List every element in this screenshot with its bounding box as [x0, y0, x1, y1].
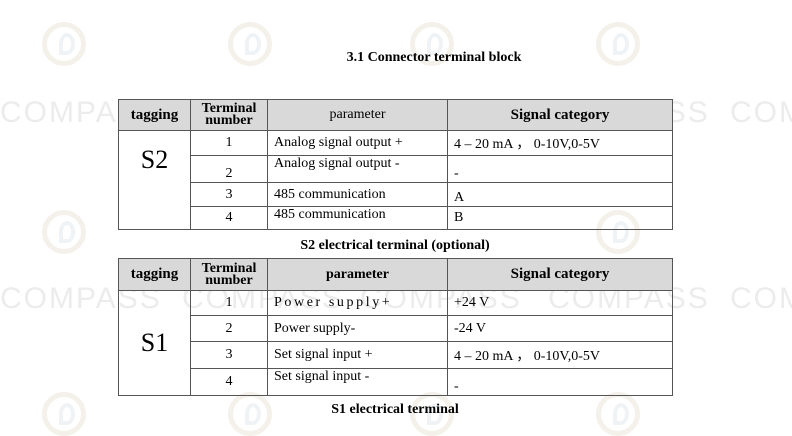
signal-category-cell: 4 – 20 mA ， 0-10V,0-5V	[447, 341, 673, 369]
terminal-number-cell: 2	[190, 155, 268, 183]
watermark-logo-icon	[596, 22, 640, 66]
watermark-logo-icon	[42, 392, 86, 436]
terminal-number-cell: 1	[190, 290, 268, 316]
table-row: 2 Power supply- -24 V	[119, 315, 673, 342]
tag-cell: S2	[118, 130, 191, 230]
terminal-number-cell: 4	[190, 206, 268, 230]
terminal-number-cell: 3	[190, 182, 268, 207]
parameter-cell: 485 communication	[267, 182, 448, 207]
table-row: 4 Set signal input - -	[119, 368, 673, 396]
header-tagging: tagging	[118, 99, 191, 131]
header-terminal-number: Terminal number	[190, 99, 268, 131]
section-title: 3.1 Connector terminal block	[346, 50, 522, 65]
table-header-row: tagging Terminal number parameter Signal…	[118, 258, 673, 291]
table-row: 3 Set signal input + 4 – 20 mA ， 0-10V,0…	[119, 341, 673, 369]
parameter-cell: Set signal input +	[267, 341, 448, 369]
parameter-cell: Analog signal output -	[267, 155, 448, 183]
table-row: S2 1 Analog signal output + 4 – 20 mA ， …	[118, 130, 673, 230]
table-row: S1 1 Power supply+ +24 V	[118, 290, 673, 396]
watermark-logo-icon	[410, 22, 454, 66]
s2-caption: S2 electrical terminal (optional)	[300, 238, 490, 253]
table-row: 4 485 communication B	[119, 206, 673, 230]
watermark-text: COMPASS	[730, 282, 792, 315]
s1-terminal-table: tagging Terminal number parameter Signal…	[118, 258, 673, 396]
watermark-logo-icon	[42, 210, 86, 254]
terminal-number-cell: 1	[190, 130, 268, 156]
terminal-number-cell: 3	[190, 341, 268, 369]
signal-category-cell: -	[447, 368, 673, 396]
signal-category-cell: +24 V	[447, 290, 673, 316]
parameter-cell: 485 communication	[267, 206, 448, 230]
table-row: 2 Analog signal output - -	[119, 155, 673, 183]
signal-category-cell: 4 – 20 mA ， 0-10V,0-5V	[447, 130, 673, 156]
s2-terminal-table: tagging Terminal number parameter Signal…	[118, 99, 673, 230]
watermark-logo-icon	[228, 22, 272, 66]
header-signal-category: Signal category	[447, 99, 673, 131]
parameter-cell: Power supply-	[267, 315, 448, 342]
header-parameter: parameter	[267, 99, 448, 131]
signal-category-cell: -24 V	[447, 315, 673, 342]
header-signal-category: Signal category	[447, 258, 673, 291]
table-header-row: tagging Terminal number parameter Signal…	[118, 99, 673, 131]
signal-category-cell: -	[447, 155, 673, 183]
parameter-cell: Analog signal output +	[267, 130, 448, 156]
signal-category-cell: B	[447, 206, 673, 230]
s1-caption: S1 electrical terminal	[331, 402, 459, 417]
signal-category-cell: A	[447, 182, 673, 207]
header-terminal-number: Terminal number	[190, 258, 268, 291]
parameter-cell: Set signal input -	[267, 368, 448, 396]
terminal-number-cell: 2	[190, 315, 268, 342]
parameter-cell: Power supply+	[267, 290, 448, 316]
watermark-text: COMPASS	[730, 96, 792, 129]
header-tagging: tagging	[118, 258, 191, 291]
watermark-logo-icon	[42, 22, 86, 66]
terminal-number-cell: 4	[190, 368, 268, 396]
table-row: 3 485 communication A	[119, 182, 673, 207]
tag-cell: S1	[118, 290, 191, 396]
header-parameter: parameter	[267, 258, 448, 291]
